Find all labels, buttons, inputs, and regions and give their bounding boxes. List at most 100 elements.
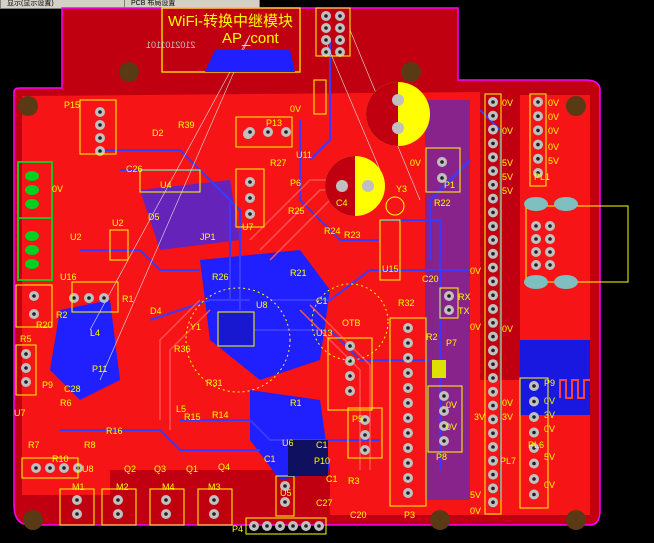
- green-pads: [25, 171, 39, 269]
- label-p13: P13: [266, 118, 283, 128]
- p8-pad-1-drill: [442, 409, 446, 413]
- p8-pad-2-drill: [442, 424, 446, 428]
- label-r36: R36: [174, 344, 191, 354]
- conn-pad-a-1-drill: [534, 237, 538, 241]
- label-q3: Q3: [154, 464, 167, 474]
- label-3v-2: 3V: [544, 410, 556, 420]
- j3-pad-0-drill: [532, 384, 536, 388]
- j1-pad-13-drill: [491, 279, 495, 284]
- p8-pad-0-drill: [442, 394, 446, 398]
- mirrored-text: 2102101101: [146, 40, 196, 50]
- p-top-a-1-drill: [324, 26, 328, 30]
- label-r5: R5: [20, 334, 32, 344]
- label-pl6: PL6: [528, 440, 545, 450]
- label-c4: C4: [336, 198, 348, 208]
- m-pad-b-3-drill: [212, 512, 216, 516]
- label-jp1: JP1: [200, 232, 216, 242]
- p15-pad-1-drill: [98, 123, 102, 127]
- label-c20: C20: [422, 274, 439, 284]
- p4-pad-3-drill: [291, 524, 295, 528]
- round-outlines: [185, 196, 405, 393]
- label-l5: L5: [176, 404, 187, 414]
- p4-pad-4-drill: [304, 524, 308, 528]
- label-r26: R26: [212, 272, 229, 282]
- j1-pad-12-drill: [491, 265, 495, 270]
- label-j1-5v-1: 5V: [502, 158, 514, 168]
- p-top-b-3-drill: [338, 50, 342, 54]
- label-u8: U8: [256, 300, 268, 310]
- label-u4: U4: [160, 180, 172, 190]
- p20-pad-b-drill: [32, 312, 36, 316]
- j1-pad-14-drill: [491, 293, 495, 298]
- p5-pad-2-drill: [363, 448, 367, 452]
- label-m1: M1: [72, 482, 85, 492]
- j1-pad-17-drill: [491, 334, 495, 339]
- label-pl1: PL1: [534, 172, 551, 182]
- label-j1-0v-3: 0V: [502, 324, 514, 334]
- label-u11: U11: [296, 150, 312, 160]
- label-p9: P9: [544, 378, 556, 388]
- mount-hole-3: [401, 62, 421, 82]
- p-top-b-1-drill: [338, 26, 342, 30]
- p3-pad-5-drill: [406, 401, 410, 405]
- u13-pad-2-drill: [348, 374, 352, 378]
- conn-pad-b-0-drill: [548, 224, 552, 228]
- label-r21: R21: [290, 268, 307, 278]
- connector-ovals: [524, 197, 578, 289]
- j2-pad-2-drill: [536, 128, 540, 133]
- j1-pad-23-drill: [491, 417, 495, 422]
- r5-pad-1-drill: [24, 366, 28, 370]
- p15-pad-0-drill: [98, 110, 102, 114]
- label-d4: D4: [150, 306, 162, 316]
- ul7-pad-1-drill: [248, 196, 252, 200]
- j1-pad-28-drill: [491, 486, 495, 491]
- j3-pad-2-drill: [532, 415, 536, 419]
- p1-pad-1-drill: [440, 176, 444, 180]
- j1-pad-21-drill: [491, 390, 495, 394]
- label-c21: C1: [316, 296, 328, 306]
- label-r16: R16: [106, 426, 123, 436]
- label-otb: OTB: [342, 318, 361, 328]
- label-d2: D2: [152, 128, 164, 138]
- label-0v-5: 0V: [470, 322, 482, 332]
- antenna: [559, 379, 590, 399]
- j1-pad-24-drill: [491, 431, 495, 436]
- conn-pad-b-1-drill: [548, 237, 552, 241]
- r10-pad-1-drill: [48, 466, 52, 470]
- label-m4: M4: [162, 482, 175, 492]
- j1-pad-8-drill: [491, 210, 495, 215]
- j1-pad-2-drill: [491, 127, 495, 132]
- label-r3: R3: [348, 476, 360, 486]
- j2-pad-4-drill: [536, 157, 540, 161]
- p3-pad-10-drill: [406, 476, 410, 480]
- j1-pad-19-drill: [491, 362, 495, 367]
- label-c7: C1: [316, 440, 328, 450]
- m-pad-b-0-drill: [75, 512, 79, 516]
- r10-pad-0-drill: [34, 466, 38, 470]
- label-y1: Y1: [190, 322, 202, 332]
- ul7-pad-2-drill: [248, 212, 252, 216]
- label-r27: R27: [270, 158, 287, 168]
- label-0v-2: 0V: [52, 184, 64, 194]
- label-y3: Y3: [396, 184, 408, 194]
- j1-pad-1-drill: [491, 114, 495, 118]
- u13-pad-3-drill: [348, 389, 352, 393]
- j3-pad-5-drill: [532, 461, 536, 466]
- p1-pad-0-drill: [440, 160, 444, 164]
- conn-pad-a-0-drill: [534, 224, 538, 228]
- label-p6: P6: [290, 178, 302, 188]
- j1-pad-4-drill: [491, 155, 495, 159]
- label-r10: R10: [52, 454, 69, 464]
- label-p9-left: P9: [42, 380, 54, 390]
- label-r8: R8: [84, 440, 96, 450]
- label-c28: C28: [64, 384, 81, 394]
- p-top-b-2-drill: [338, 38, 342, 42]
- m-pad-b-1-drill: [116, 512, 120, 516]
- j1-pad-3-drill: [491, 141, 495, 146]
- m-pad-a-2-drill: [164, 498, 168, 502]
- label-j2-0v-1: 0V: [548, 98, 560, 108]
- label-c6: C1: [264, 454, 276, 464]
- label-c26: C26: [126, 164, 143, 174]
- m-pad-b-2-drill: [164, 512, 168, 516]
